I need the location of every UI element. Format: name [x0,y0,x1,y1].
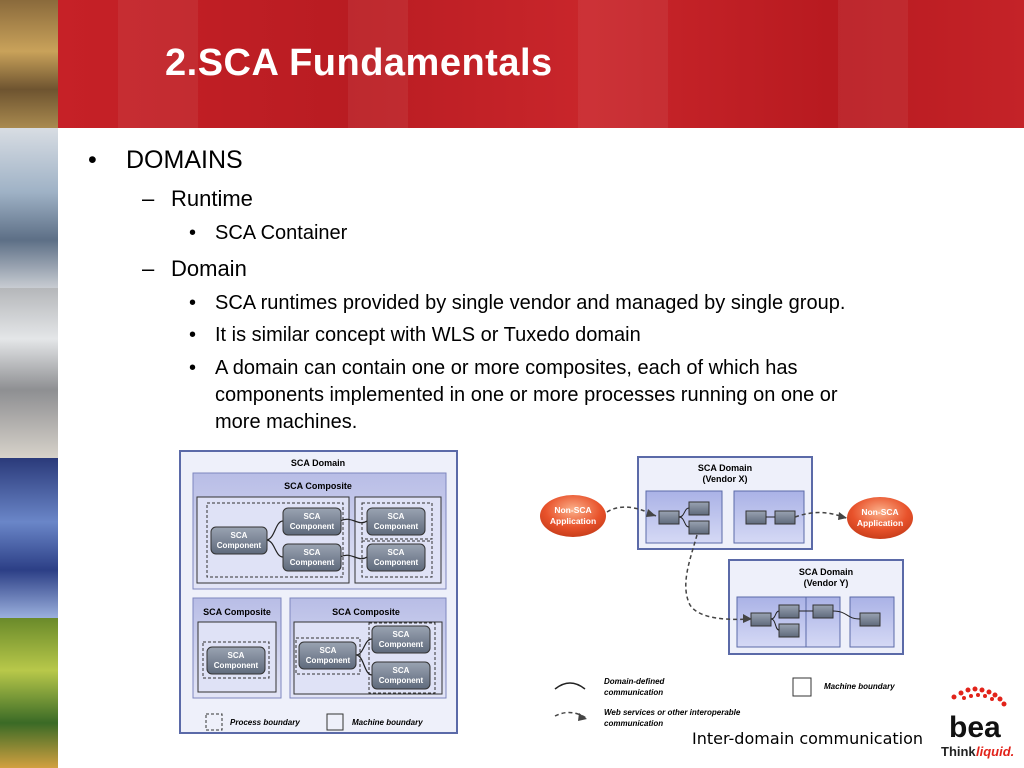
sca-component: SCA Component [366,507,426,536]
svg-text:Component: Component [290,558,335,567]
bullet-sca-runtimes: SCA runtimes provided by single vendor a… [215,292,846,314]
svg-text:Non-SCA: Non-SCA [861,507,898,517]
svg-text:SCA: SCA [231,531,248,540]
svg-text:SCA: SCA [393,666,410,675]
composite-top-label: SCA Composite [284,481,352,491]
bullet-domain-contains-line3: more machines. [215,411,358,433]
svg-text:Component: Component [290,522,335,531]
sca-component: SCA Component [206,646,266,675]
bullet-domain-contains-line2: components implemented in one or more pr… [215,384,838,406]
bullet-domain-contains-line1: A domain can contain one or more composi… [215,357,798,379]
process-boundary-icon [205,713,223,731]
sca-component: SCA Component [298,641,357,670]
domain-y-line1: SCA Domain [799,567,853,577]
bullet-glyph: • [189,357,197,379]
mini-component [812,604,834,619]
bullet-glyph: • [189,324,197,346]
bullet-similar-concept: It is similar concept with WLS or Tuxedo… [215,324,641,346]
legend-machine: Machine boundary [352,718,423,727]
svg-text:SCA: SCA [304,548,321,557]
legend-domain-line1: Domain-defined [604,677,666,686]
legend-machine-right: Machine boundary [824,682,895,691]
composite-bl-label: SCA Composite [203,607,271,617]
machine-boundary-icon [792,677,812,697]
svg-text:Component: Component [306,656,351,665]
header-bar [58,0,1024,128]
non-sca-application-right: Non-SCA Application [847,497,913,539]
mini-component [688,501,710,516]
domain-label: SCA Domain [291,458,345,468]
svg-text:Component: Component [379,640,424,649]
domain-x-line2: (Vendor X) [702,474,747,484]
svg-text:SCA: SCA [388,548,405,557]
mini-component [658,510,680,525]
sca-component: SCA Component [371,625,431,654]
mini-component [750,612,772,627]
legend-process: Process boundary [230,718,300,727]
svg-text:SCA: SCA [388,512,405,521]
diagram-caption: Inter-domain communication [692,729,924,748]
logo-tagline-2: liquid. [976,744,1014,759]
left-sca-domain: SCA Domain SCA Composite SCA Component S… [179,450,458,734]
bullet-domains: DOMAINS [126,146,243,174]
mini-component [859,612,881,627]
logo-brand: bea [949,711,1001,744]
sca-component: SCA Component [282,507,342,536]
svg-text:Component: Component [379,676,424,685]
bullet-glyph: • [189,222,197,244]
svg-text:Component: Component [374,558,419,567]
slide-title: 2.SCA Fundamentals [165,42,553,84]
svg-text:Application: Application [550,516,596,526]
bullet-runtime: Runtime [171,186,253,211]
machine-boundary-icon [326,713,344,731]
bea-logo: bea Think liquid. [941,686,1014,759]
svg-text:Component: Component [214,661,259,670]
svg-text:Application: Application [857,518,903,528]
bullet-domain: Domain [171,256,247,281]
mini-component [774,510,796,525]
svg-text:SCA: SCA [320,646,337,655]
svg-text:SCA: SCA [304,512,321,521]
svg-text:SCA: SCA [393,630,410,639]
mini-component [745,510,767,525]
dash-glyph: – [142,256,155,281]
sca-component: SCA Component [366,543,426,572]
domain-x-line1: SCA Domain [698,463,752,473]
mini-component [778,623,800,638]
svg-text:Component: Component [374,522,419,531]
bullet-glyph: • [88,146,97,174]
domain-y-line2: (Vendor Y) [804,578,849,588]
sca-component: SCA Component [371,661,431,690]
right-inter-domain-diagram: SCA Domain (Vendor X) SCA Domain (Vendor… [540,456,913,728]
sca-component: SCA Component [210,526,268,555]
svg-text:SCA: SCA [228,651,245,660]
svg-text:Component: Component [217,541,262,550]
domain-defined-icon [554,682,586,690]
logo-tagline-1: Think [941,744,976,759]
left-decorative-strip [0,0,58,768]
mini-component [688,520,710,535]
legend-domain-line2: communication [604,688,663,697]
mini-component [778,604,800,619]
legend-ws-line1: Web services or other interoperable [604,708,741,717]
bullet-sca-container: SCA Container [215,222,348,244]
sca-component: SCA Component [282,543,342,572]
composite-br-label: SCA Composite [332,607,400,617]
svg-text:Non-SCA: Non-SCA [554,505,591,515]
legend-ws-line2: communication [604,719,663,728]
non-sca-application-left: Non-SCA Application [540,495,606,537]
dash-glyph: – [142,186,155,211]
bullet-glyph: • [189,292,197,314]
